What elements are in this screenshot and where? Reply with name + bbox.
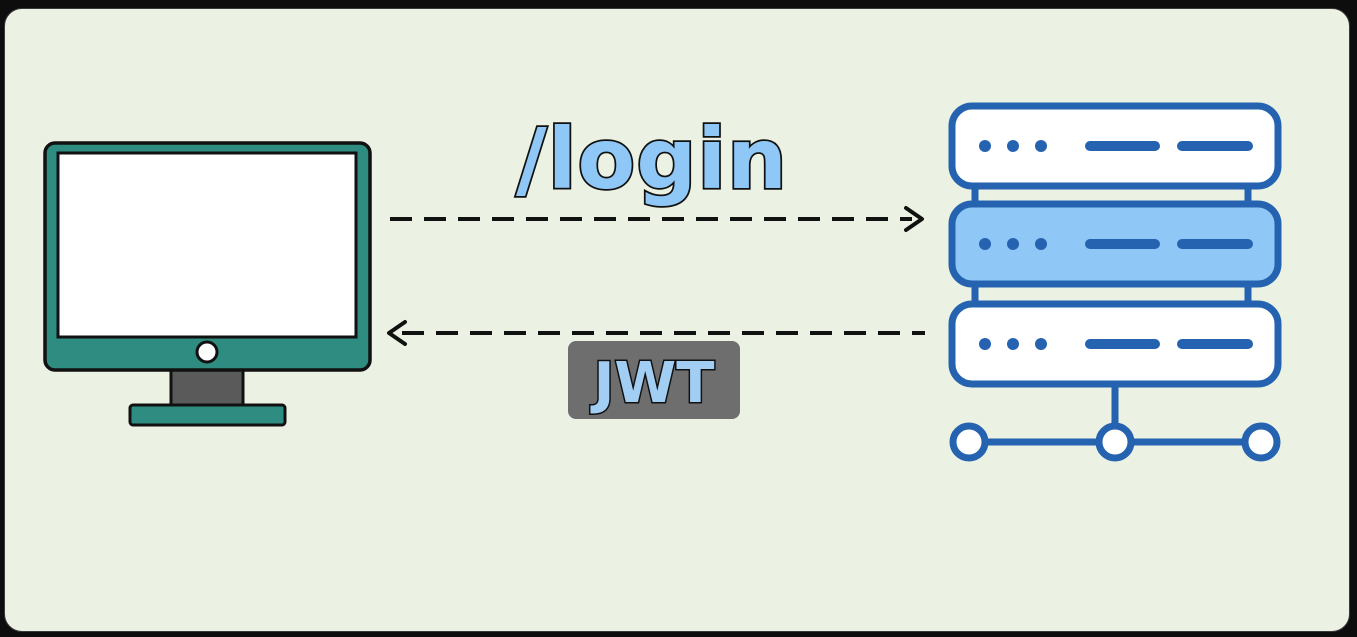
arrow-right-icon: [904, 206, 924, 232]
response-label: JWT: [590, 351, 715, 416]
arrow-left-icon: [387, 320, 407, 346]
monitor-stand-base: [128, 403, 287, 427]
server-status-light: [1007, 238, 1019, 250]
server-status-light: [1035, 238, 1047, 250]
response-badge: JWT: [568, 341, 740, 419]
server-status-light: [1007, 338, 1019, 350]
network-nodes-icon: [949, 384, 1281, 462]
request-arrow: [390, 206, 924, 232]
desktop-monitor-icon: [43, 141, 372, 427]
server-rack-icon: [948, 102, 1282, 388]
server-status-light: [979, 140, 991, 152]
network-node: [1095, 422, 1135, 462]
request-label: /login: [516, 110, 788, 208]
server-status-light: [1007, 140, 1019, 152]
server-unit: [948, 102, 1282, 190]
server-unit-active: [948, 200, 1282, 288]
server-status-light: [979, 338, 991, 350]
monitor-screen: [56, 151, 358, 339]
network-node: [949, 422, 989, 462]
server-unit: [948, 300, 1282, 388]
server-status-light: [1035, 140, 1047, 152]
response-badge-background: [568, 341, 740, 419]
network-node: [1241, 422, 1281, 462]
server-status-light: [979, 238, 991, 250]
response-arrow: [387, 320, 925, 346]
server-status-light: [1035, 338, 1047, 350]
monitor-power-button: [195, 340, 219, 364]
